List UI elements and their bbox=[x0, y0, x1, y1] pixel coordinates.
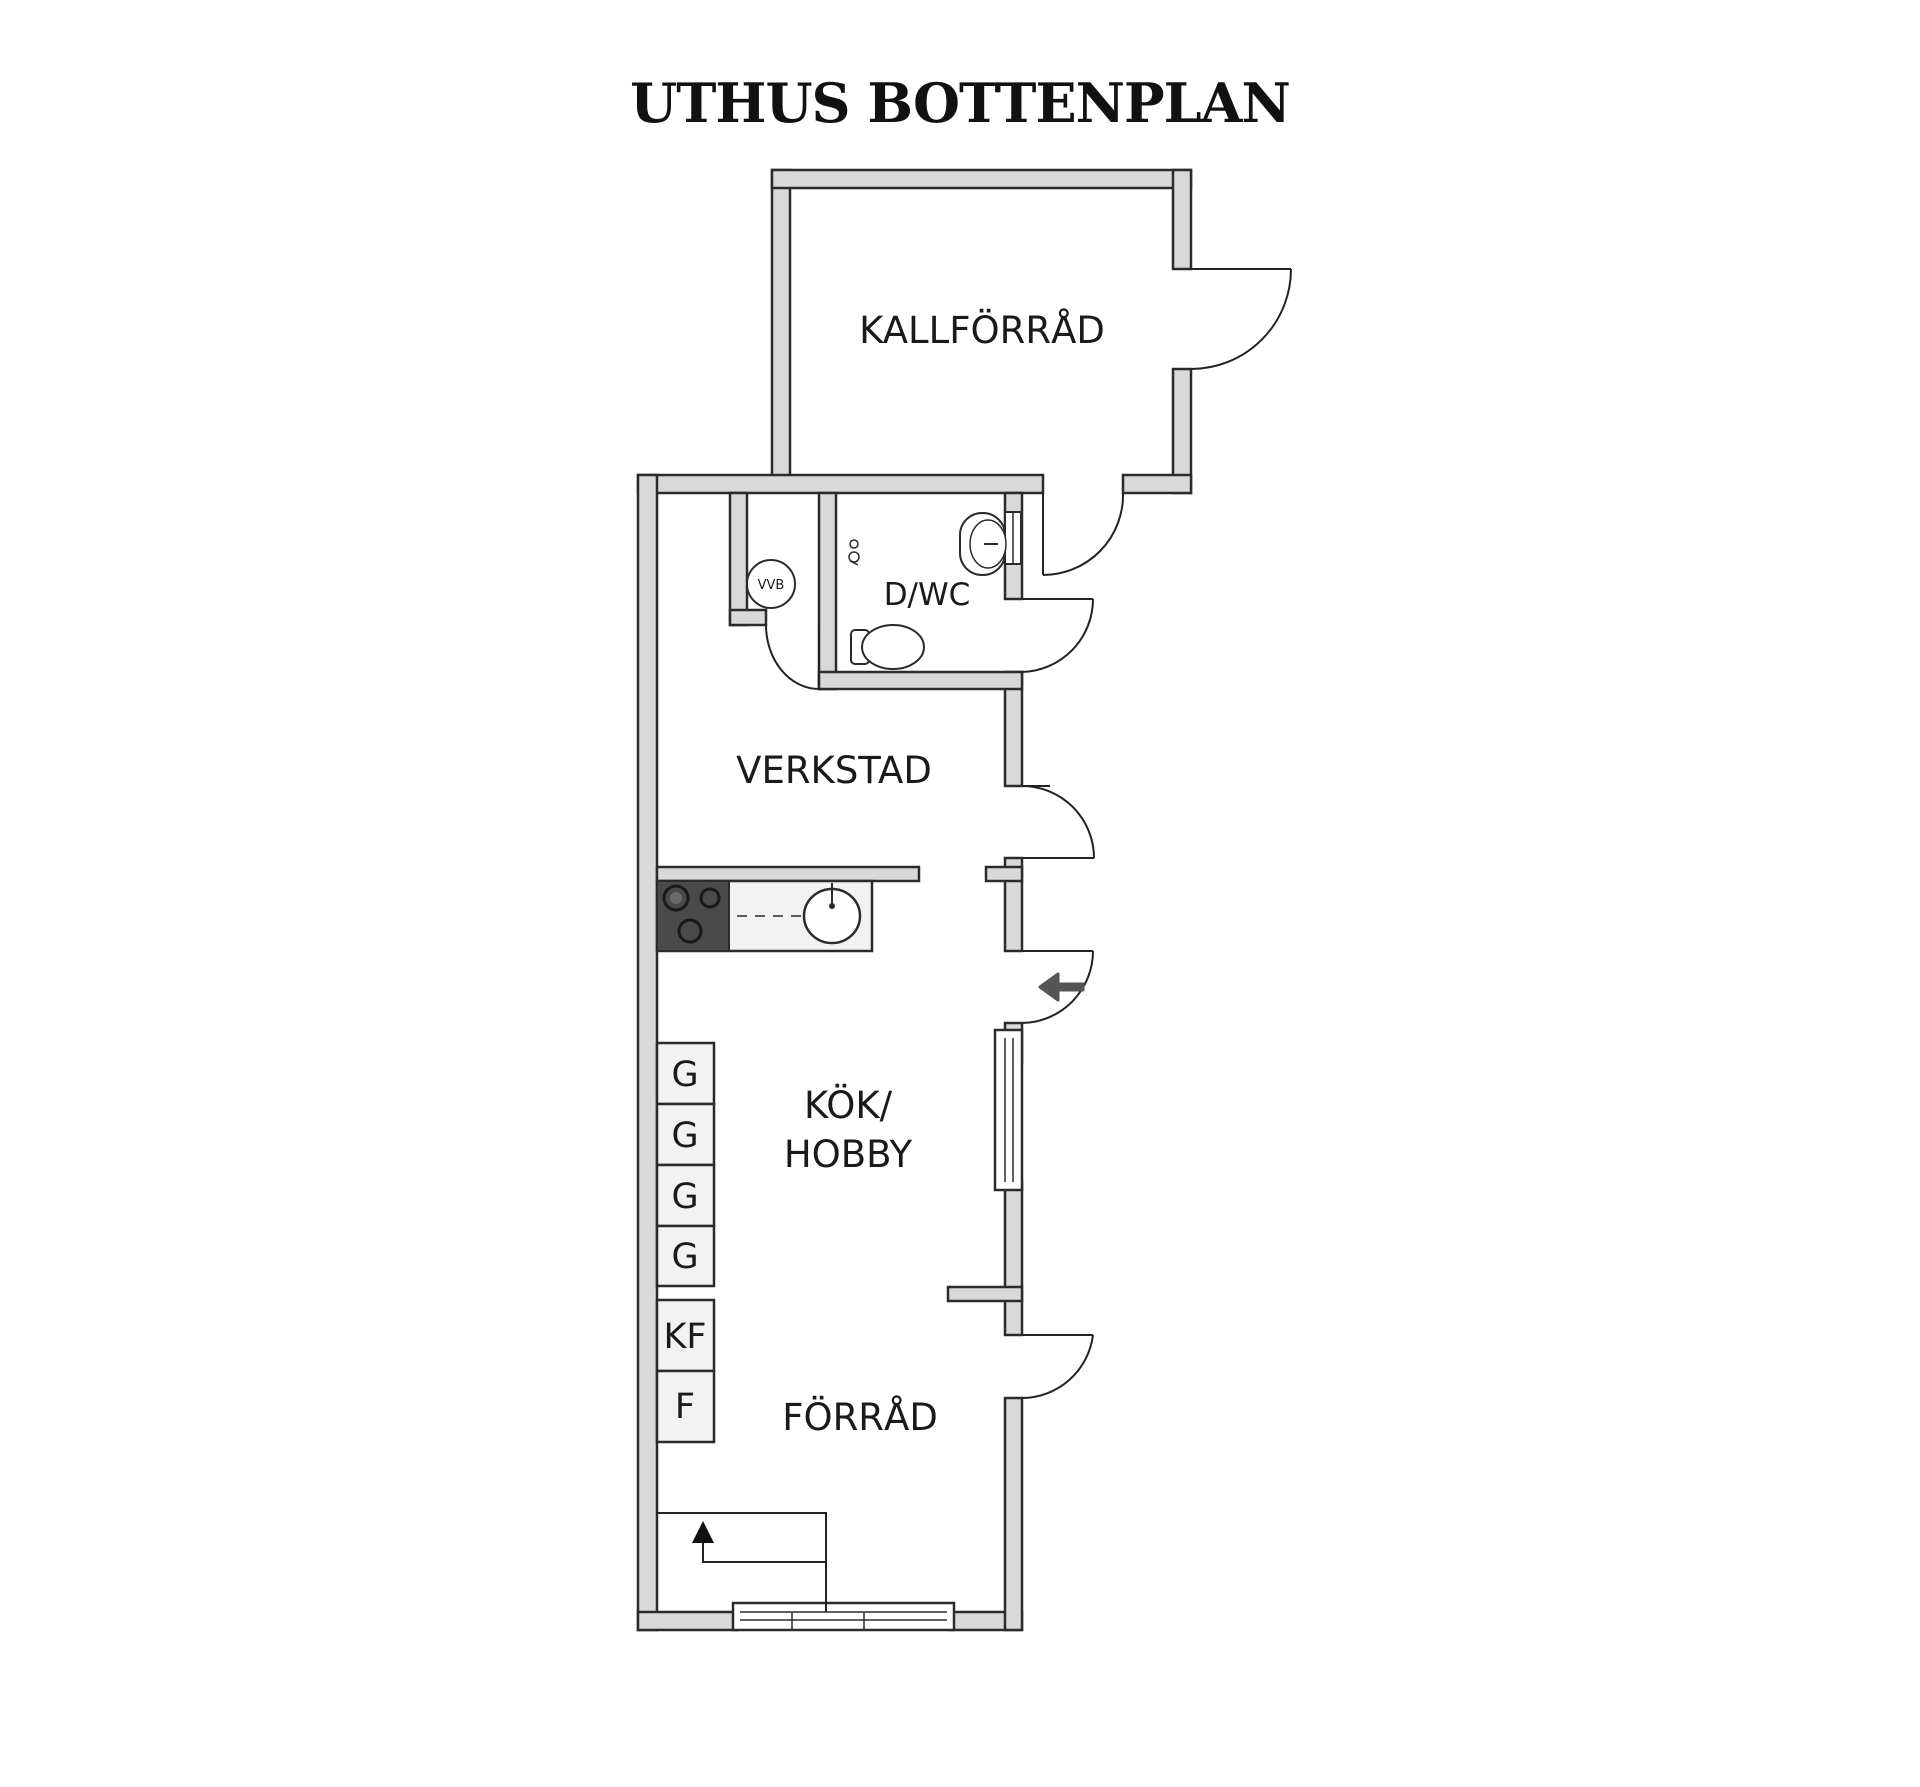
plan-title: UTHUS BOTTENPLAN bbox=[630, 71, 1290, 135]
window-dwc bbox=[1004, 511, 1022, 565]
washbasin-icon bbox=[959, 512, 1007, 576]
door-vvb bbox=[765, 624, 820, 690]
shower-icon bbox=[848, 539, 860, 566]
appliance-label-4: G bbox=[671, 1237, 698, 1277]
door-entrance bbox=[1021, 950, 1094, 1024]
room-label-kok-line1: KÖK/ bbox=[804, 1084, 893, 1127]
stair-arrow-icon bbox=[692, 1521, 714, 1543]
water-heater: VVB bbox=[746, 559, 796, 609]
staircase bbox=[657, 1512, 827, 1612]
main-walls bbox=[636, 473, 1045, 1632]
kallforrad-walls bbox=[770, 168, 1193, 495]
room-label-kok-line2: HOBBY bbox=[784, 1133, 913, 1176]
room-label-dwc: D/WC bbox=[884, 577, 971, 613]
room-label-forrad: FÖRRÅD bbox=[782, 1395, 938, 1439]
door-forrad bbox=[1021, 1334, 1094, 1399]
entrance-arrow-icon bbox=[1038, 972, 1085, 1002]
appliance-label-6: F bbox=[675, 1387, 695, 1427]
kitchen-counter bbox=[655, 879, 874, 953]
appliance-label-2: G bbox=[671, 1116, 698, 1156]
window-forrad bbox=[731, 1601, 956, 1632]
appliance-cabinets: G G G G KF F bbox=[655, 1041, 716, 1444]
toilet-icon bbox=[850, 624, 925, 670]
door-verkstad bbox=[1021, 785, 1095, 859]
door-kallforrad-exterior bbox=[1190, 268, 1292, 370]
appliance-label-3: G bbox=[671, 1177, 698, 1217]
room-label-verkstad: VERKSTAD bbox=[736, 749, 932, 792]
door-kallforrad-inner bbox=[1042, 492, 1125, 576]
door-dwc bbox=[1021, 598, 1094, 673]
appliance-label-1: G bbox=[671, 1055, 698, 1095]
appliance-label-5: KF bbox=[663, 1317, 706, 1357]
window-kok bbox=[993, 1028, 1024, 1192]
vvb-label: VVB bbox=[758, 578, 785, 593]
room-label-kallforrad: KALLFÖRRÅD bbox=[859, 308, 1105, 352]
